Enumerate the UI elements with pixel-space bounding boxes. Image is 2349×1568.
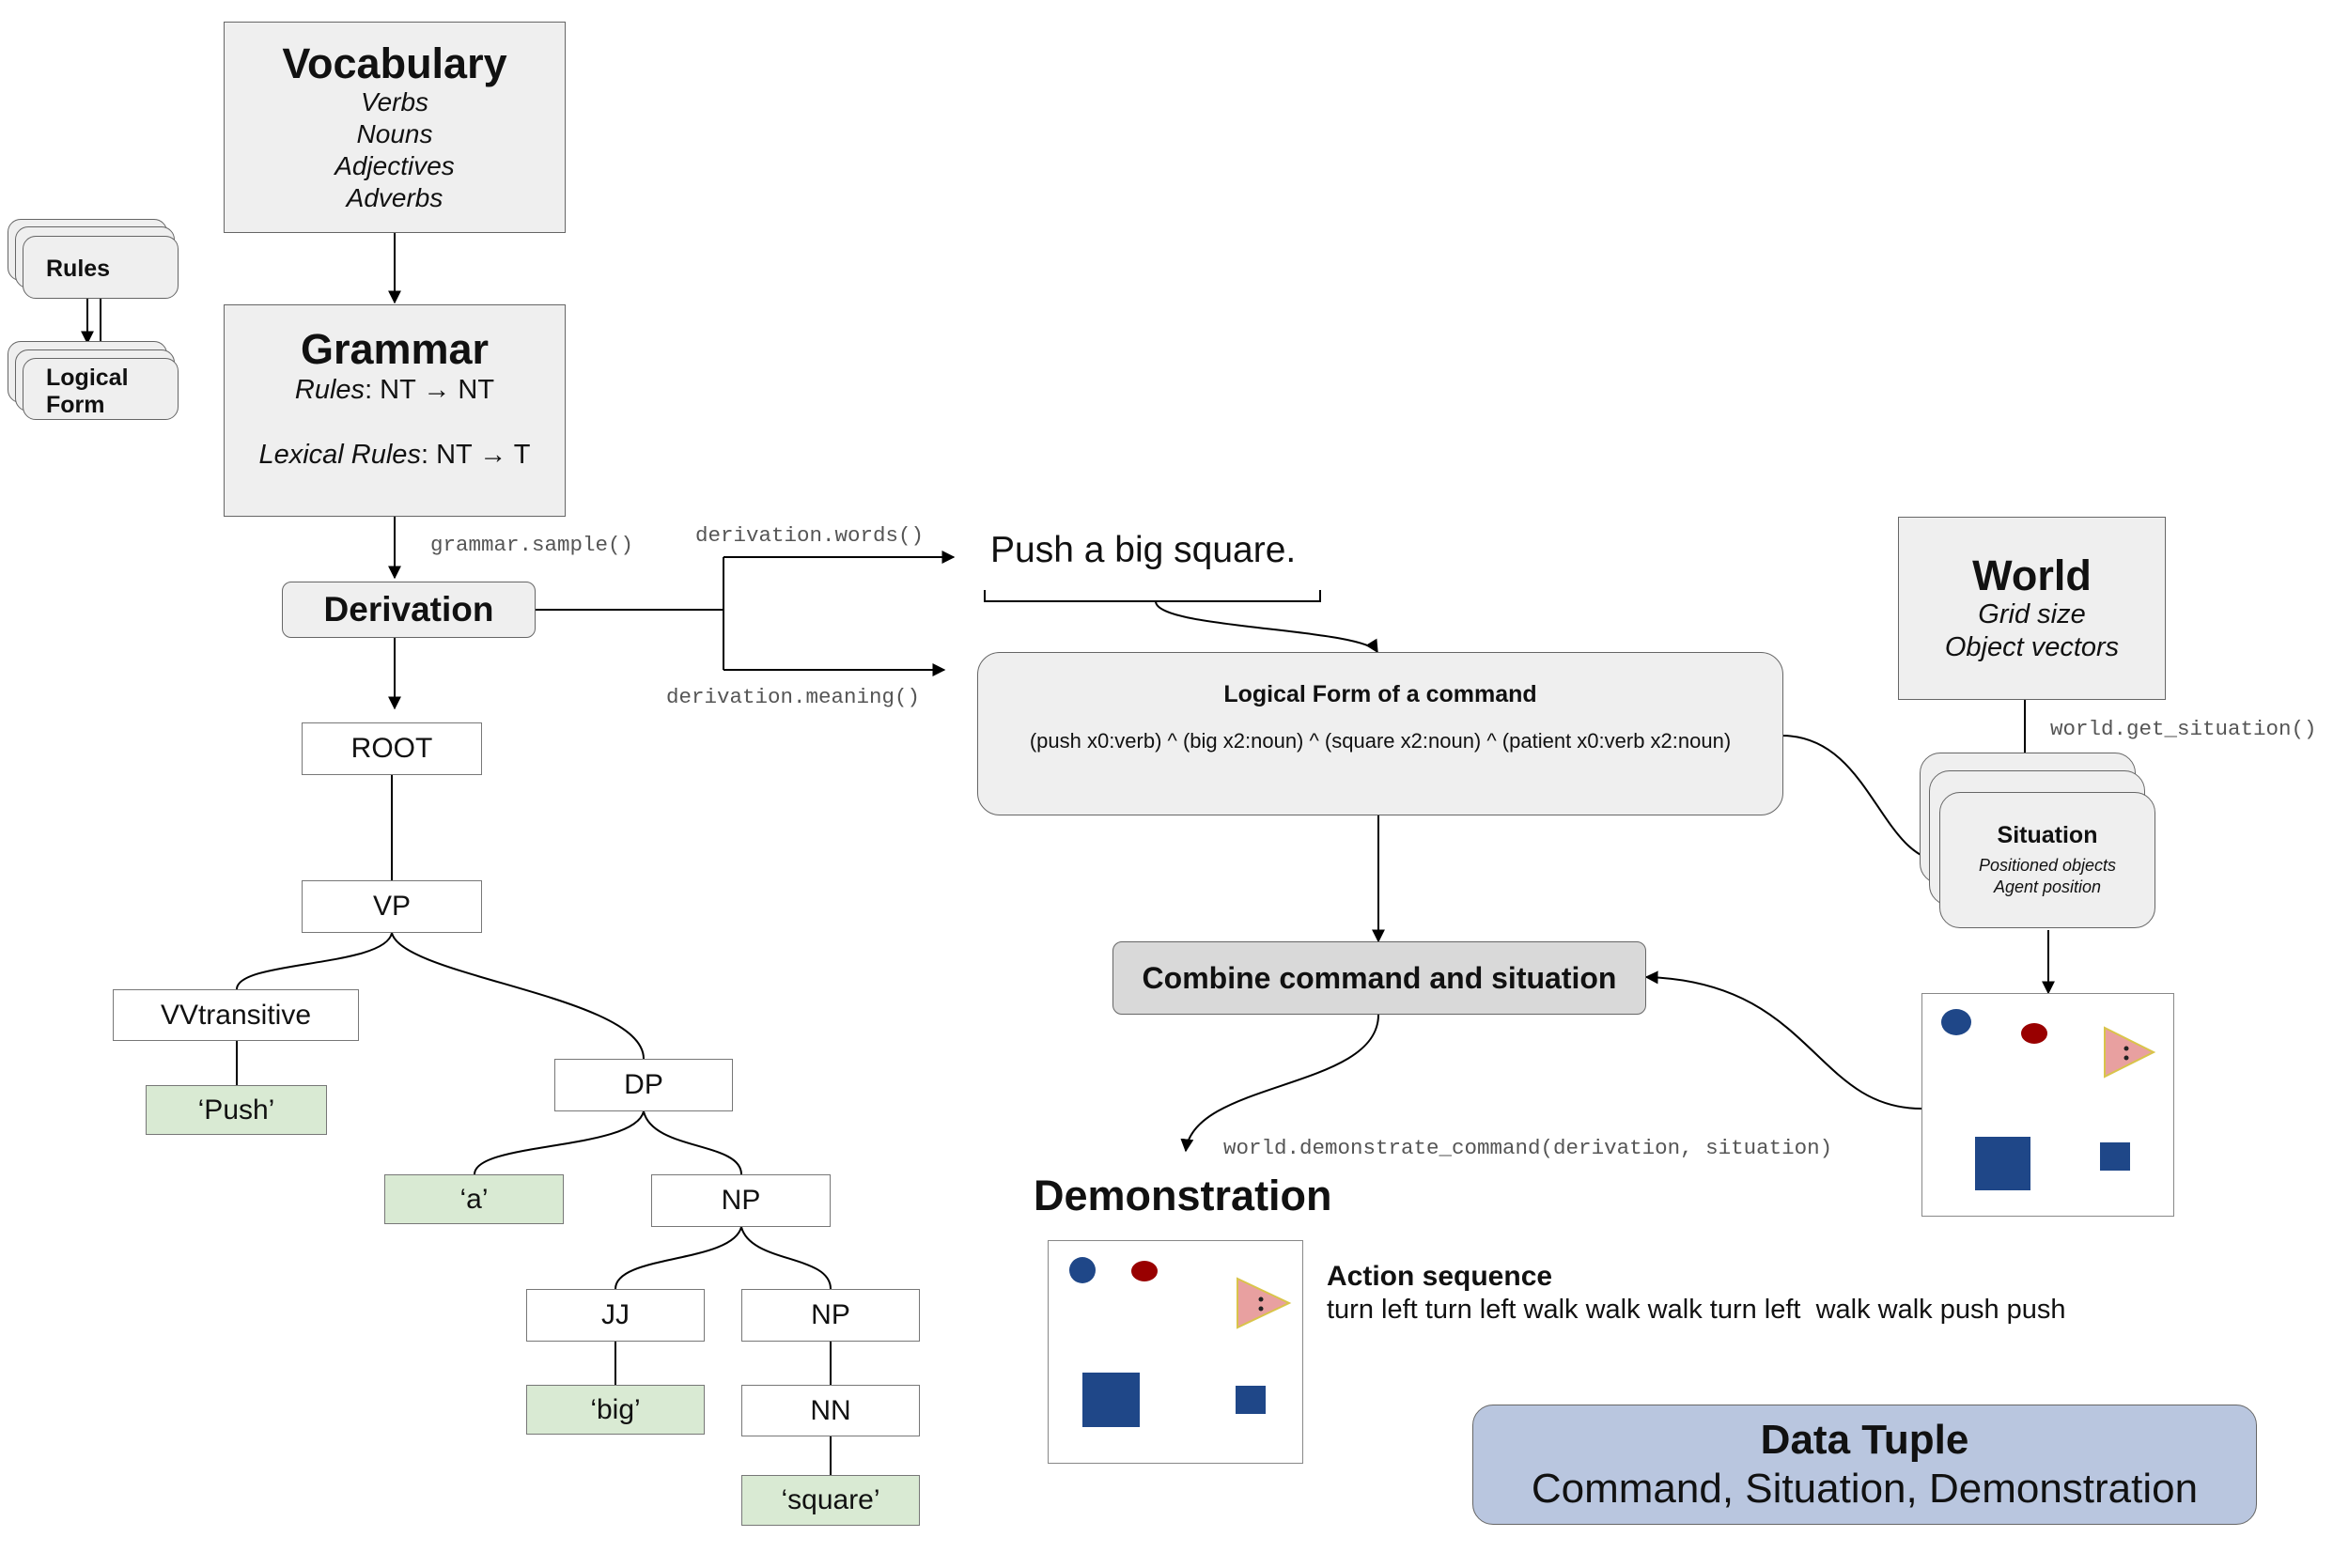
- tree-node-np: NP: [651, 1174, 831, 1227]
- red-circle: [1131, 1261, 1158, 1281]
- arrow-combine-demonstration: [1180, 1014, 1379, 1153]
- data-tuple-subtitle: Command, Situation, Demonstration: [1531, 1466, 2199, 1512]
- demonstration-title: Demonstration: [1034, 1172, 1332, 1219]
- code-demonstrate-command: world.demonstrate_command(derivation, si…: [1223, 1136, 1832, 1160]
- logical-form-side-label-2: Form: [46, 392, 105, 418]
- tree-node-dp: DP: [554, 1059, 733, 1111]
- tree-leaf-a: ‘a’: [384, 1174, 564, 1224]
- rules-label: Rules: [46, 256, 111, 282]
- arrow-grid-combine: [1644, 970, 1922, 1110]
- data-tuple-title: Data Tuple: [1760, 1417, 1969, 1463]
- action-sequence-title: Action sequence: [1327, 1261, 1553, 1292]
- tree-edge-dp-a: [474, 1110, 645, 1175]
- tree-node-nn: NN: [741, 1385, 920, 1436]
- red-circle: [2021, 1023, 2047, 1044]
- world-box: World Grid size Object vectors: [1898, 517, 2166, 700]
- grammar-rules: Rules: NT → NT: [295, 375, 494, 406]
- demonstration-grid: [1048, 1240, 1303, 1464]
- tree-leaf-push: ‘Push’: [146, 1085, 327, 1135]
- tree-leaf-big: ‘big’: [526, 1385, 705, 1435]
- logical-form-formula: (push x0:verb) ^ (big x2:noun) ^ (square…: [1029, 729, 1732, 753]
- vocabulary-item: Nouns: [356, 119, 433, 149]
- tree-node-jj: JJ: [526, 1289, 705, 1342]
- world-item: Grid size: [1978, 599, 2086, 630]
- logical-form-side-label-1: Logical: [46, 365, 129, 391]
- big-square: [1082, 1373, 1140, 1427]
- logical-form-box: Logical Form of a command (push x0:verb)…: [977, 652, 1783, 815]
- tree-edge-vp-vvtransitive: [236, 932, 393, 990]
- grammar-title: Grammar: [300, 325, 490, 373]
- tree-edge-dp-np: [643, 1110, 742, 1175]
- grammar-lexical-value: : NT → T: [420, 439, 531, 470]
- vocabulary-item: Adverbs: [346, 183, 443, 213]
- small-square: [2100, 1142, 2130, 1171]
- agent-icon: [2104, 1026, 2156, 1079]
- world-title: World: [1972, 551, 2092, 599]
- vocabulary-box: Vocabulary Verbs Nouns Adjectives Adverb…: [224, 22, 566, 233]
- grammar-box: Grammar Rules: NT → NT Lexical Rules: NT…: [224, 304, 566, 517]
- vocabulary-item: Adjectives: [334, 151, 455, 181]
- grammar-lexical-rules: Lexical Rules: NT → T: [258, 440, 530, 471]
- tree-node-np-inner: NP: [741, 1289, 920, 1342]
- tree-leaf-square: ‘square’: [741, 1475, 920, 1526]
- code-grammar-sample: grammar.sample(): [430, 533, 633, 557]
- arrow-sentence-logical-form: [1155, 600, 1378, 654]
- situation-grid: [1921, 993, 2174, 1217]
- sentence-brace: [984, 590, 1321, 602]
- grammar-rules-label: Rules: [294, 374, 366, 405]
- situation-item: Positioned objects: [1978, 856, 2117, 875]
- rules-box: Rules: [23, 236, 179, 299]
- situation-item: Agent position: [1993, 877, 2102, 896]
- grammar-rules-value: : NT → NT: [365, 374, 495, 405]
- tree-node-vvtransitive: VVtransitive: [113, 989, 359, 1041]
- code-derivation-words: derivation.words(): [695, 523, 924, 548]
- combine-label: Combine command and situation: [1142, 960, 1617, 995]
- small-square: [1236, 1386, 1266, 1414]
- tree-node-root: ROOT: [302, 722, 482, 775]
- action-sequence-text: turn left turn left walk walk walk turn …: [1327, 1295, 2066, 1325]
- derivation-label: Derivation: [323, 590, 494, 629]
- arrow-logical-form-situation: [1782, 735, 1942, 867]
- tree-node-vp: VP: [302, 880, 482, 933]
- tree-edge-vp-dp: [391, 932, 645, 1060]
- code-get-situation: world.get_situation(): [2050, 717, 2317, 741]
- grammar-lexical-label: Lexical Rules: [258, 439, 421, 470]
- vocabulary-item: Verbs: [360, 87, 429, 117]
- logical-form-title: Logical Form of a command: [1223, 681, 1537, 707]
- logical-form-side-box: Logical Form: [23, 358, 179, 420]
- data-tuple-box: Data Tuple Command, Situation, Demonstra…: [1472, 1405, 2257, 1525]
- situation-box: Situation Positioned objects Agent posit…: [1939, 792, 2155, 928]
- blue-circle: [1069, 1257, 1096, 1283]
- code-derivation-meaning: derivation.meaning(): [666, 685, 920, 709]
- combine-box: Combine command and situation: [1112, 941, 1646, 1015]
- derivation-box: Derivation: [282, 582, 536, 638]
- world-item: Object vectors: [1944, 632, 2120, 663]
- agent-icon: [1237, 1277, 1292, 1329]
- situation-title: Situation: [1997, 822, 2098, 848]
- tree-edge-np-np: [740, 1226, 832, 1290]
- vocabulary-title: Vocabulary: [282, 39, 507, 87]
- blue-circle: [1941, 1009, 1971, 1035]
- tree-edge-np-jj: [614, 1226, 742, 1290]
- sentence-text: Push a big square.: [990, 530, 1297, 570]
- big-square: [1975, 1137, 2030, 1190]
